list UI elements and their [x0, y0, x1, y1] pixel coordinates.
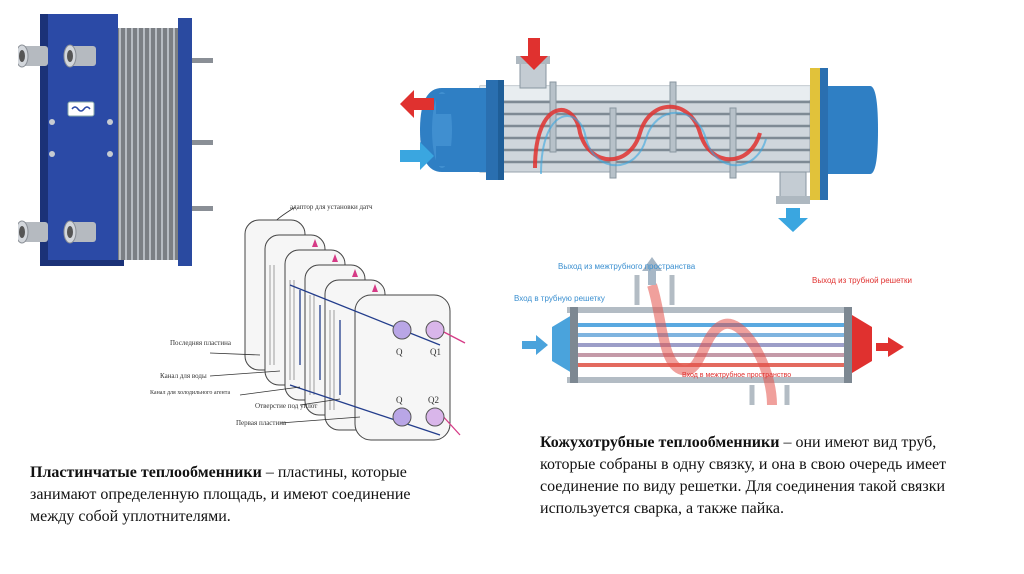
label-water-channel: Канал для воды	[160, 372, 207, 380]
label-refrigerant-channel: Канал для холодильного агента	[150, 390, 230, 396]
label-inlet-tube: Вход в трубную решетку	[514, 294, 605, 303]
plate-caption-title: Пластинчатые теплообменники	[30, 464, 262, 481]
label-last-plate: Последняя пластина	[170, 339, 232, 347]
port-q2-label: Q2	[428, 395, 439, 405]
port-q1-label: Q1	[430, 347, 441, 357]
shell-caption-title: Кожухотрубные теплообменники	[540, 434, 780, 451]
label-first-plate: Первая пластина	[236, 419, 287, 427]
label-outlet-shell: Выход из межтрубного пространства	[558, 262, 696, 271]
shell-caption: Кожухотрубные теплообменники – они имеют…	[540, 432, 985, 520]
label-seal-hole: Отверстие под уплот	[255, 402, 317, 410]
adapter-label: адаптор для установки датч	[290, 203, 373, 211]
port-q-label-top: Q	[396, 347, 403, 357]
label-inlet-shell: Вход в межтрубное пространство	[682, 371, 791, 379]
shell-tube-flow-schematic: Вход в трубную решетку Выход из межтрубн…	[514, 257, 912, 406]
plate-heat-exchanger-image	[18, 14, 213, 266]
plate-schematic-diagram: адаптор для установки датч Q1	[150, 203, 466, 441]
label-outlet-tube: Выход из трубной решетки	[812, 276, 912, 285]
plate-caption: Пластинчатые теплообменники – пластины, …	[30, 462, 430, 528]
plate-caption-text: – пластины, которые занимают определенну…	[30, 464, 411, 525]
port-q-label-bottom: Q	[396, 395, 403, 405]
shell-caption-text: – они имеют вид труб, которые собраны в …	[540, 434, 947, 517]
shell-and-tube-render	[400, 38, 878, 232]
